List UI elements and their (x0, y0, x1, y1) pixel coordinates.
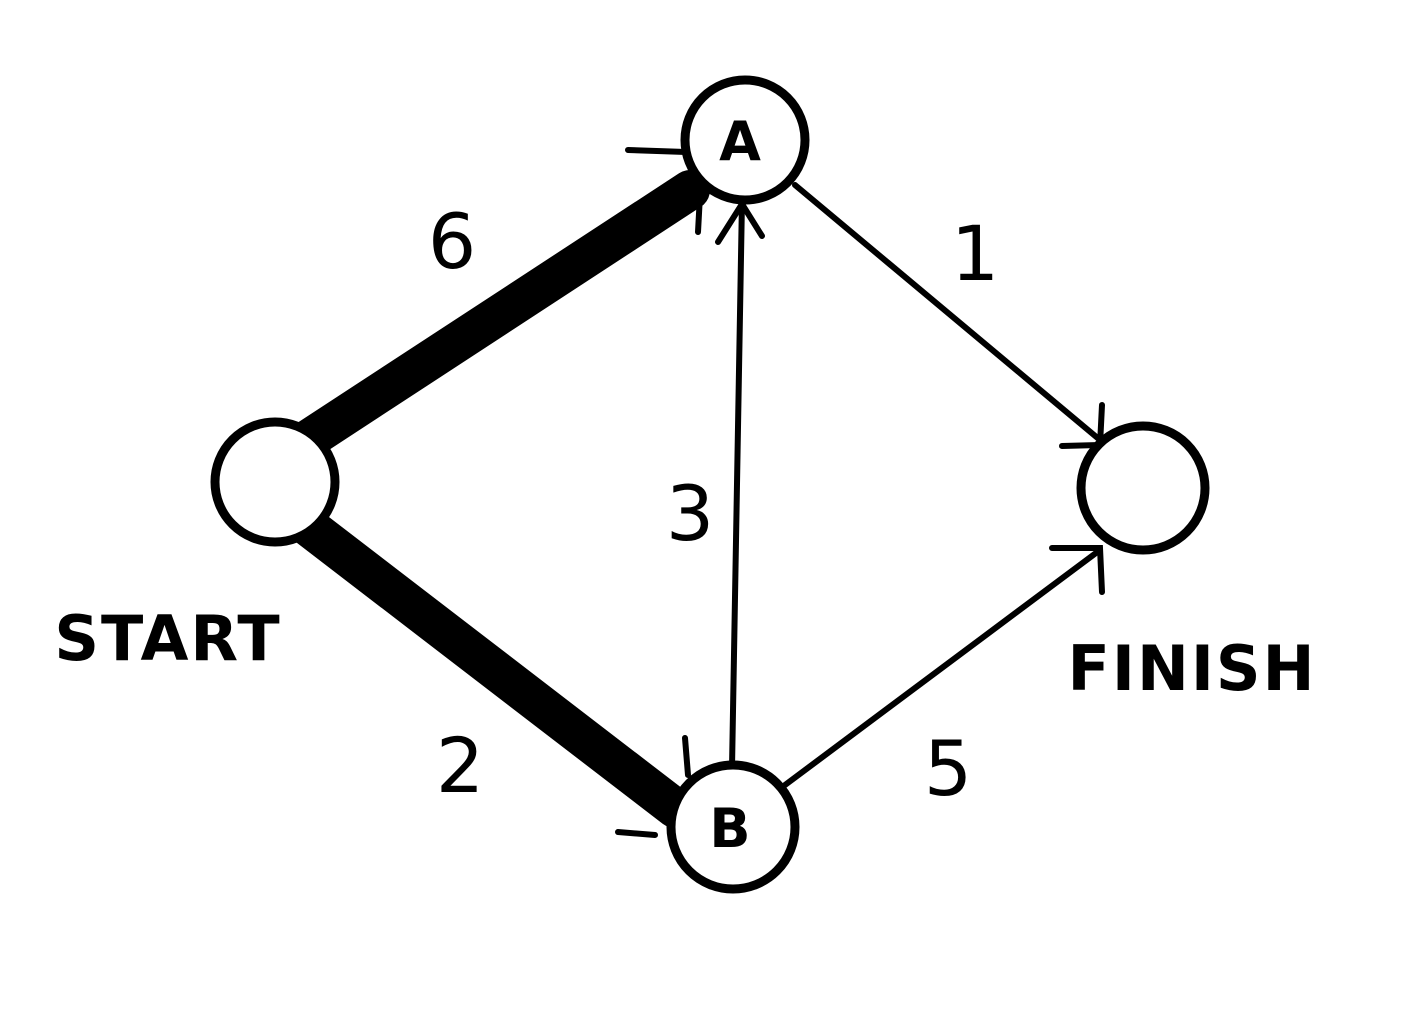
edge-start-to-b (280, 500, 695, 838)
edge-a-finish-weight: 1 (951, 209, 999, 298)
edge-b-to-finish (782, 545, 1105, 788)
edge-start-b-line (280, 500, 695, 828)
edge-start-to-a (280, 147, 710, 465)
edge-a-to-finish (792, 182, 1105, 449)
node-b: B (666, 760, 800, 894)
edge-b-finish-weight: 5 (924, 724, 972, 813)
start-caption: START (54, 602, 281, 675)
finish-caption: FINISH (1068, 632, 1317, 705)
edge-start-a-line (280, 170, 710, 465)
edge-start-b-arrowhead (615, 735, 691, 838)
edge-a-finish-line (792, 182, 1103, 443)
edge-b-finish-line (782, 547, 1103, 788)
edge-start-b-weight: 2 (436, 721, 484, 810)
node-finish (1076, 421, 1210, 555)
edge-start-a-arrowhead (625, 147, 703, 235)
edge-b-to-a (715, 197, 765, 771)
edge-start-a-weight: 6 (428, 197, 476, 286)
node-start (210, 417, 340, 547)
node-a: A (680, 75, 810, 205)
edge-b-finish-arrowhead (1049, 545, 1105, 595)
edge-b-a-line (729, 197, 745, 771)
node-a-label: A (719, 110, 761, 173)
edge-b-a-weight: 3 (666, 469, 714, 558)
node-b-label: B (709, 797, 750, 860)
